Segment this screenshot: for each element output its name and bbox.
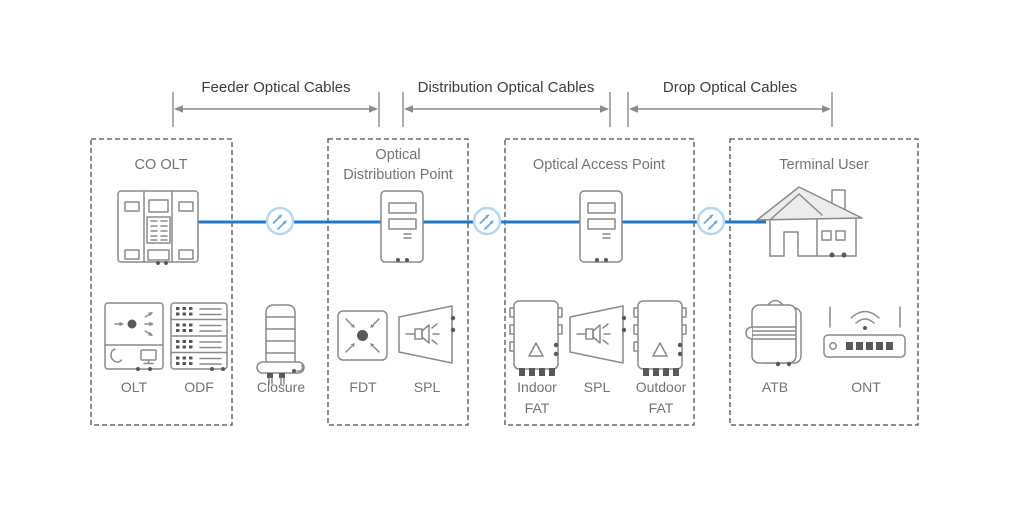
section-title-optical-distribution-point: Optical Distribution Point: [343, 147, 453, 183]
device-label-atb: ATB: [761, 379, 789, 395]
house-icon: [756, 186, 863, 258]
closure-icon: [256, 304, 305, 385]
street-cabinet-icon-oap: [579, 190, 623, 263]
device-label-odf: ODF: [184, 379, 214, 395]
dimension-arrow-distribution: [402, 92, 611, 127]
section-box-optical-distribution-point: [327, 138, 469, 426]
odf-icon: [170, 302, 228, 371]
cable-span-label-feeder: Feeder Optical Cables: [201, 79, 351, 96]
device-label-olt: OLT: [120, 379, 148, 395]
device-label-ont: ONT: [851, 379, 881, 395]
cable-span-label-drop: Drop Optical Cables: [662, 79, 798, 96]
fiber-splice-icon-1: [267, 208, 293, 234]
section-box-co-olt: [90, 138, 233, 426]
cable-span-label-distribution: Distribution Optical Cables: [417, 79, 595, 96]
section-title-terminal-user: Terminal User: [779, 157, 869, 173]
fat-icon-outdoor: [633, 300, 687, 377]
fiber-splice-icon-3: [698, 208, 724, 234]
section-title-co-olt: CO OLT: [134, 157, 188, 173]
splitter-icon-odp: [398, 305, 456, 364]
olt-icon: [104, 302, 164, 371]
wifi-icon: [850, 310, 880, 330]
dimension-arrow-feeder: [172, 92, 380, 127]
section-box-terminal-user: [729, 138, 919, 426]
section-title-optical-access-point: Optical Access Point: [532, 157, 666, 173]
olt-cabinet-icon: [117, 190, 199, 265]
ont-router-icon: [823, 306, 906, 358]
device-label-spl-oap: SPL: [583, 379, 611, 395]
fdt-icon: [337, 310, 388, 361]
dimension-arrow-drop: [627, 92, 833, 127]
device-label-spl-odp: SPL: [413, 379, 441, 395]
street-cabinet-icon-odp: [380, 190, 424, 263]
fat-icon-indoor: [509, 300, 563, 377]
device-label-fdt: FDT: [349, 379, 377, 395]
fiber-splice-icon-2: [474, 208, 500, 234]
device-label-outdoor-fat: Outdoor FAT: [635, 379, 687, 416]
device-label-indoor-fat: Indoor FAT: [517, 379, 557, 416]
splitter-icon-oap: [569, 305, 627, 364]
atb-icon: [745, 299, 802, 367]
section-box-optical-access-point: [504, 138, 695, 426]
odf-shelf-details: [176, 307, 222, 365]
device-label-closure: Closure: [256, 379, 306, 395]
